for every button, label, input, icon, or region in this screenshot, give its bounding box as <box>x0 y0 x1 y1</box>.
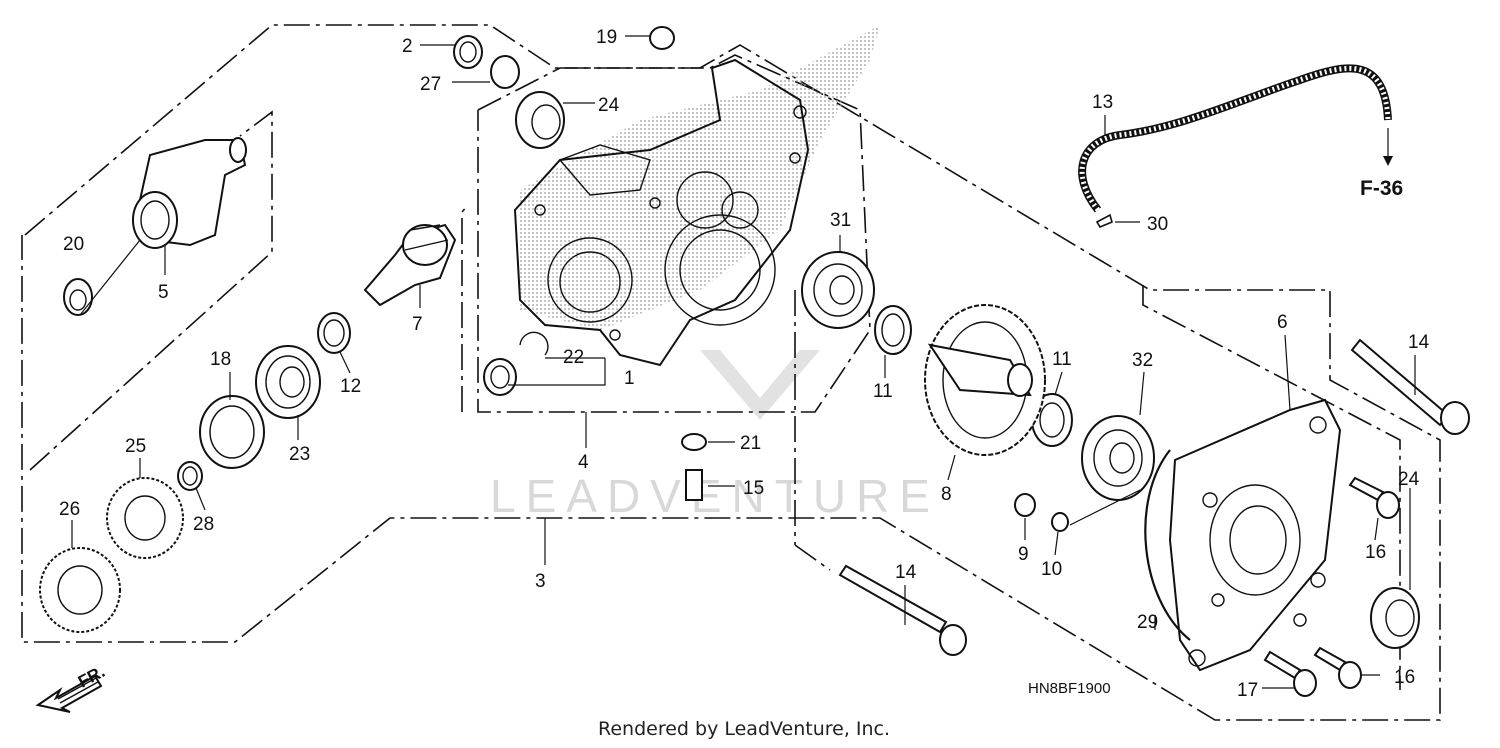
gear-case-cover[interactable] <box>1168 398 1342 672</box>
washer-10[interactable] <box>1051 512 1069 532</box>
watermark-text: LEADVENTURE <box>490 470 940 522</box>
callout-19[interactable]: 19 <box>596 27 617 48</box>
callout-16-bottom[interactable]: 16 <box>1394 667 1415 688</box>
shim-11-left[interactable] <box>874 305 912 355</box>
callout-10[interactable]: 10 <box>1041 559 1062 580</box>
leader-lines <box>71 35 1416 689</box>
callout-14-right[interactable]: 14 <box>1408 332 1430 353</box>
callout-16-top[interactable]: 16 <box>1365 542 1386 563</box>
callout-9[interactable]: 9 <box>1018 544 1029 565</box>
callout-1[interactable]: 1 <box>624 368 635 389</box>
thrust-washer[interactable] <box>317 312 351 354</box>
callout-26[interactable]: 26 <box>59 499 80 520</box>
oil-seal-24-top[interactable] <box>515 91 565 149</box>
sealing-washer-21[interactable] <box>681 433 707 451</box>
ball-bearing-31[interactable] <box>801 251 875 329</box>
watermark: LEADVENTURE <box>490 350 940 522</box>
bolt-9[interactable] <box>1014 493 1036 517</box>
callout-25[interactable]: 25 <box>125 436 146 457</box>
parts-left <box>39 26 707 633</box>
callout-15[interactable]: 15 <box>743 478 764 499</box>
callout-20[interactable]: 20 <box>63 234 84 255</box>
callouts: 1 2 3 4 5 6 7 8 9 10 11 11 12 13 14 14 1… <box>59 27 1430 701</box>
ring-gear[interactable] <box>924 304 1046 456</box>
callout-8[interactable]: 8 <box>941 484 952 505</box>
o-ring-28[interactable] <box>177 461 203 491</box>
diagram-code: HN8BF1900 <box>1028 680 1111 697</box>
drive-pinion[interactable] <box>363 223 457 307</box>
callout-2[interactable]: 2 <box>402 36 413 57</box>
callout-31[interactable]: 31 <box>830 210 851 231</box>
oil-seal-24-right[interactable] <box>1370 587 1420 649</box>
callout-14-bottom[interactable]: 14 <box>895 562 917 583</box>
parts-right <box>801 64 1470 697</box>
flange-bolt-16-bottom[interactable] <box>1313 646 1362 689</box>
callout-32[interactable]: 32 <box>1132 350 1153 371</box>
output-joint[interactable] <box>132 137 247 249</box>
callout-29[interactable]: 29 <box>1137 612 1158 633</box>
callout-7[interactable]: 7 <box>412 314 423 335</box>
ball-bearing-32[interactable] <box>1081 415 1155 501</box>
pinion-lock-nut[interactable] <box>199 395 265 469</box>
callout-23[interactable]: 23 <box>289 444 310 465</box>
breather-tube[interactable] <box>1078 64 1392 213</box>
oil-seal-26[interactable] <box>39 547 121 633</box>
flange-bolt-17[interactable] <box>1263 650 1317 697</box>
needle-bearing-22[interactable] <box>483 331 549 396</box>
o-ring-29[interactable] <box>1144 449 1191 641</box>
callout-30[interactable]: 30 <box>1147 214 1168 235</box>
filler-plug[interactable] <box>453 35 483 69</box>
flange-bolt-16-top[interactable] <box>1348 476 1400 519</box>
callout-4[interactable]: 4 <box>578 452 589 473</box>
callout-22[interactable]: 22 <box>563 347 584 368</box>
o-ring-27[interactable] <box>490 55 520 89</box>
callout-24-top[interactable]: 24 <box>598 95 620 116</box>
oil-seal-25[interactable] <box>106 477 184 559</box>
housing-shading <box>520 25 880 330</box>
final-gear-case[interactable] <box>513 58 810 367</box>
callout-12[interactable]: 12 <box>340 376 361 397</box>
ball-bearing-23[interactable] <box>255 345 321 419</box>
callout-13[interactable]: 13 <box>1092 92 1113 113</box>
bolt-14-right[interactable] <box>1350 338 1470 435</box>
callout-18[interactable]: 18 <box>210 349 231 370</box>
group-outlines <box>21 24 1441 721</box>
drain-bolt-15[interactable] <box>685 469 703 501</box>
bolt-14-bottom[interactable] <box>838 564 967 656</box>
tube-clip[interactable] <box>1095 213 1113 229</box>
callout-28[interactable]: 28 <box>193 514 214 535</box>
reference-label[interactable]: F-36 <box>1360 177 1403 200</box>
callout-24-right[interactable]: 24 <box>1398 469 1420 490</box>
callout-3[interactable]: 3 <box>535 571 546 592</box>
callout-11-left[interactable]: 11 <box>873 381 893 402</box>
callout-5[interactable]: 5 <box>158 282 169 303</box>
nut-19[interactable] <box>649 26 675 50</box>
callout-21[interactable]: 21 <box>740 433 761 454</box>
front-arrow: FR. <box>35 662 108 713</box>
credit-line: Rendered by LeadVenture, Inc. <box>598 718 890 740</box>
lock-nut[interactable] <box>63 278 93 316</box>
callout-17[interactable]: 17 <box>1237 680 1258 701</box>
callout-6[interactable]: 6 <box>1277 312 1288 333</box>
callout-27[interactable]: 27 <box>420 74 441 95</box>
callout-11-right[interactable]: 11 <box>1052 349 1072 370</box>
